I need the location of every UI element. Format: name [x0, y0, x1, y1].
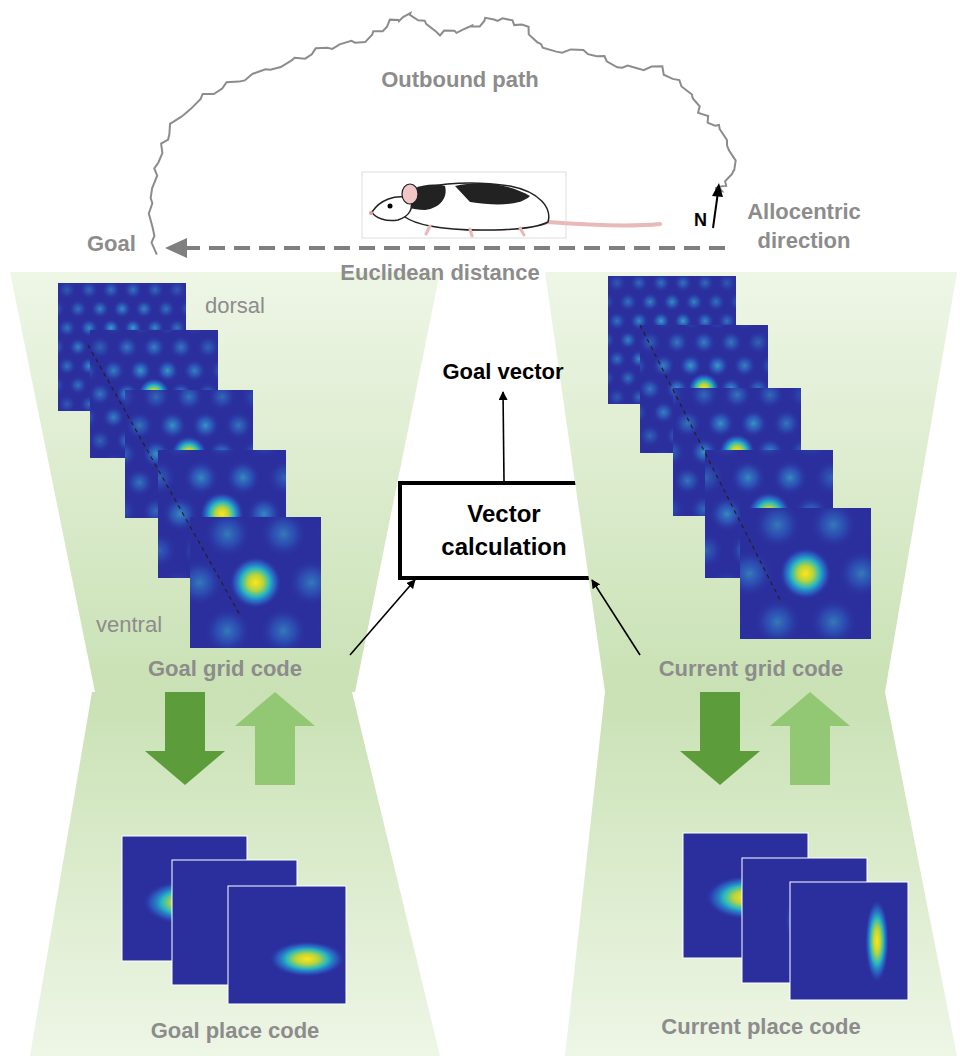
axis-label: ventral — [96, 611, 162, 640]
place-heatmap — [790, 882, 908, 1000]
goal-label: Goal — [87, 230, 136, 259]
euclidean-arrow — [182, 246, 725, 250]
navigation-scene — [149, 13, 736, 258]
panel-title: Current grid code — [659, 656, 844, 682]
box-text: Vector calculation — [414, 498, 594, 563]
panel-title: Goal grid code — [148, 656, 302, 682]
path-label: Outbound path — [381, 66, 539, 95]
arrow-head — [712, 183, 723, 197]
north-arrow — [713, 192, 718, 228]
outbound-path-line — [149, 13, 736, 255]
compass-letter: N — [694, 209, 707, 232]
direction-label: Allocentric direction — [728, 198, 880, 255]
place-heatmap — [228, 886, 346, 1004]
panel-title: Current place code — [661, 1014, 860, 1040]
output-label: Goal vector — [442, 359, 563, 385]
arrow-connector — [503, 392, 504, 481]
panel-title: Goal place code — [151, 1018, 320, 1044]
distance-label: Euclidean distance — [340, 259, 539, 288]
axis-label: dorsal — [205, 292, 265, 321]
rat-illustration — [362, 172, 660, 238]
arrow-head — [165, 238, 187, 258]
